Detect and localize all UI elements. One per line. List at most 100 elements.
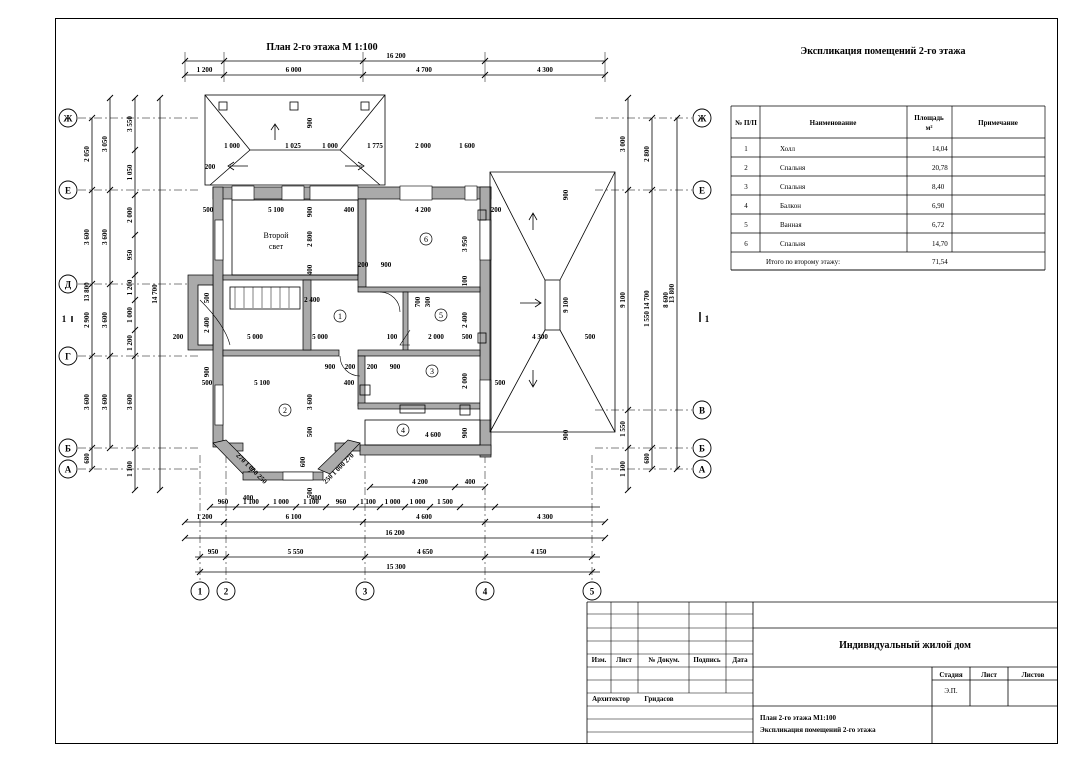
window <box>399 185 433 201</box>
table-cell: Балкон <box>780 202 801 210</box>
stair-void <box>197 284 214 346</box>
inner-dim: 1 000 <box>322 142 338 150</box>
inner-dim-vertical: 3 950 <box>461 236 469 252</box>
roof-hip <box>204 94 251 151</box>
inner-dim: 200 <box>173 333 184 341</box>
right-dim-col3: 13 800 <box>668 283 676 303</box>
inner-dim-vertical: 900 <box>306 117 314 128</box>
inner-dim-vertical: 500 <box>306 487 314 498</box>
dim-tick <box>131 444 139 452</box>
inner-dim-vertical: 2 000 <box>461 373 469 389</box>
left-dim-col2: 3 600 <box>101 312 109 328</box>
dim-tick <box>352 503 360 511</box>
stair-curve <box>199 299 231 346</box>
left-dim-col2: 3 050 <box>101 136 109 152</box>
left-dim-col3: 1 200 <box>126 335 134 351</box>
inner-dim-vertical: 700 <box>414 296 422 307</box>
arrow-icon <box>227 161 248 171</box>
wall-int <box>357 198 367 288</box>
dim-tick <box>648 444 656 452</box>
table-cell: Спальня <box>780 183 806 191</box>
inner-dim-vertical: 2 400 <box>203 317 211 333</box>
inner-dim: 900 <box>325 363 336 371</box>
wall-int <box>222 274 359 281</box>
axis-bubble-4-label: 4 <box>483 587 488 597</box>
axis-left-Б-label: Б <box>65 444 71 454</box>
bottom-total-2: 15 300 <box>386 563 406 571</box>
top-total-dim: 16 200 <box>386 52 406 60</box>
dim-tick <box>206 503 214 511</box>
bottom-dim: 4 600 <box>416 513 432 521</box>
table-cell: Ванная <box>780 221 802 229</box>
inner-dim-vertical: 500 <box>203 292 211 303</box>
chimney <box>360 101 370 111</box>
stamp-label: Подпись <box>693 656 720 664</box>
table-cell: 6,72 <box>932 221 945 229</box>
dim-tick <box>624 186 632 194</box>
drawing-frame <box>55 18 1058 744</box>
wall-bottom-balcony <box>359 444 492 456</box>
window <box>214 384 224 426</box>
table-total-value: 71,54 <box>932 258 948 266</box>
axis-left-Ж-label: Ж <box>64 114 73 124</box>
table-cell: 1 <box>744 145 748 153</box>
dim-tick <box>426 503 434 511</box>
axis-left-Б <box>58 438 78 458</box>
roof-hip <box>489 171 546 281</box>
table-header: м² <box>926 124 933 132</box>
left-dim-col3: 1 000 <box>126 307 134 323</box>
left-dim-col1: 2 900 <box>83 312 91 328</box>
inner-dim-vertical: 900 <box>306 206 314 217</box>
dim-tick <box>451 483 459 491</box>
stamp-label: Изм. <box>592 656 607 664</box>
top-dim: 4 300 <box>537 66 553 74</box>
axis-bubble-1-label: 1 <box>198 587 203 597</box>
axis-right-А-label: А <box>699 465 706 475</box>
table-cell: 14,04 <box>932 145 948 153</box>
wall-bay-right <box>317 439 361 475</box>
table-cell: Спальня <box>780 164 806 172</box>
dim-tick <box>131 231 139 239</box>
dim-tick <box>131 486 139 494</box>
dim-tick <box>624 94 632 102</box>
axis-left-Г-label: Г <box>65 352 71 362</box>
window-dim: 960 <box>218 498 229 506</box>
dim-tick <box>624 486 632 494</box>
inner-dim: 1 600 <box>459 142 475 150</box>
axis-left-Е-label: Е <box>65 186 71 196</box>
stamp-sheet-label: Лист <box>981 671 997 679</box>
room-number-6-label: 6 <box>424 235 428 244</box>
dim-tick <box>106 280 114 288</box>
inner-dim: 200 <box>491 206 502 214</box>
dim-tick <box>262 503 270 511</box>
plan-title: План 2-го этажа М 1:100 <box>266 42 377 53</box>
dim-tick <box>624 406 632 414</box>
dim-tick <box>88 352 96 360</box>
dim-tick <box>673 465 681 473</box>
table-cell: 5 <box>744 221 748 229</box>
dim-tick <box>366 483 374 491</box>
stamp-sheets-label: Листов <box>1022 671 1045 679</box>
misc-dim: 400 <box>243 494 254 502</box>
inner-dim-vertical: 900 <box>562 429 570 440</box>
window <box>231 185 255 201</box>
dim-tick <box>106 186 114 194</box>
right-dim-col2: 680 <box>643 453 651 464</box>
room-number-2-label: 2 <box>283 406 287 415</box>
stamp-architect-name: Гридасов <box>644 695 673 703</box>
inner-dim: 500 <box>585 333 596 341</box>
dim-tick <box>88 444 96 452</box>
axis-left-Г <box>58 346 78 366</box>
arrow-icon <box>345 161 365 171</box>
inner-dim: 2 000 <box>428 333 444 341</box>
arrow-icon <box>528 212 538 230</box>
left-total-13800: 13 800 <box>83 282 91 302</box>
dim-tick <box>673 114 681 122</box>
dim-tick <box>648 465 656 473</box>
vent-shaft <box>459 404 471 416</box>
dim-tick <box>131 191 139 199</box>
table-title: Экспликация помещений 2-го этажа <box>800 46 965 57</box>
dim-tick <box>106 352 114 360</box>
inner-dim-vertical: 900 <box>562 189 570 200</box>
section-mark-right: 1 <box>705 314 710 324</box>
